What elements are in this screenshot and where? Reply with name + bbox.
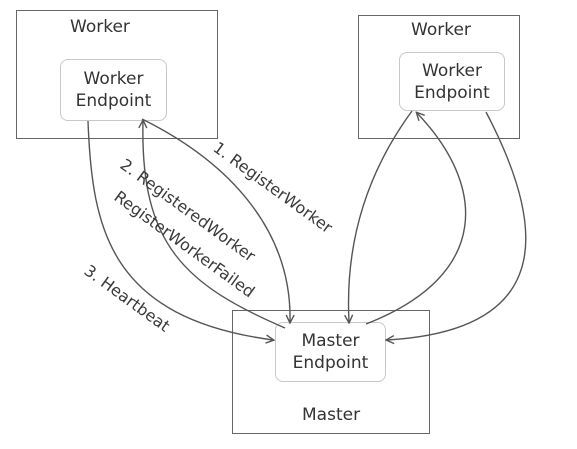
master-title: Master xyxy=(302,405,361,425)
arrow-heartbeat xyxy=(87,120,273,340)
arrow-registered-worker xyxy=(143,121,286,329)
worker-title-left: Worker xyxy=(70,17,130,37)
master-endpoint-line2: Endpoint xyxy=(292,353,369,373)
master-endpoint: Master Endpoint xyxy=(275,322,386,382)
worker-title-right: Worker xyxy=(411,20,471,40)
worker-endpoint-right: Worker Endpoint xyxy=(399,52,505,111)
worker-endpoint-left: Worker Endpoint xyxy=(60,59,167,121)
worker-endpoint-right-line2: Endpoint xyxy=(414,82,490,103)
worker-endpoint-left-line1: Worker xyxy=(83,69,144,89)
label-register-worker: 1. RegisterWorker xyxy=(210,138,337,237)
arrow-right-worker-outer xyxy=(387,111,527,340)
arrow-right-worker-to-master xyxy=(349,110,413,322)
arrow-master-to-right-worker xyxy=(365,113,467,325)
worker-endpoint-left-line2: Endpoint xyxy=(75,91,152,111)
worker-endpoint-right-line1: Worker xyxy=(422,60,482,81)
arrow-register-worker xyxy=(141,118,290,322)
master-endpoint-line1: Master xyxy=(301,331,360,351)
